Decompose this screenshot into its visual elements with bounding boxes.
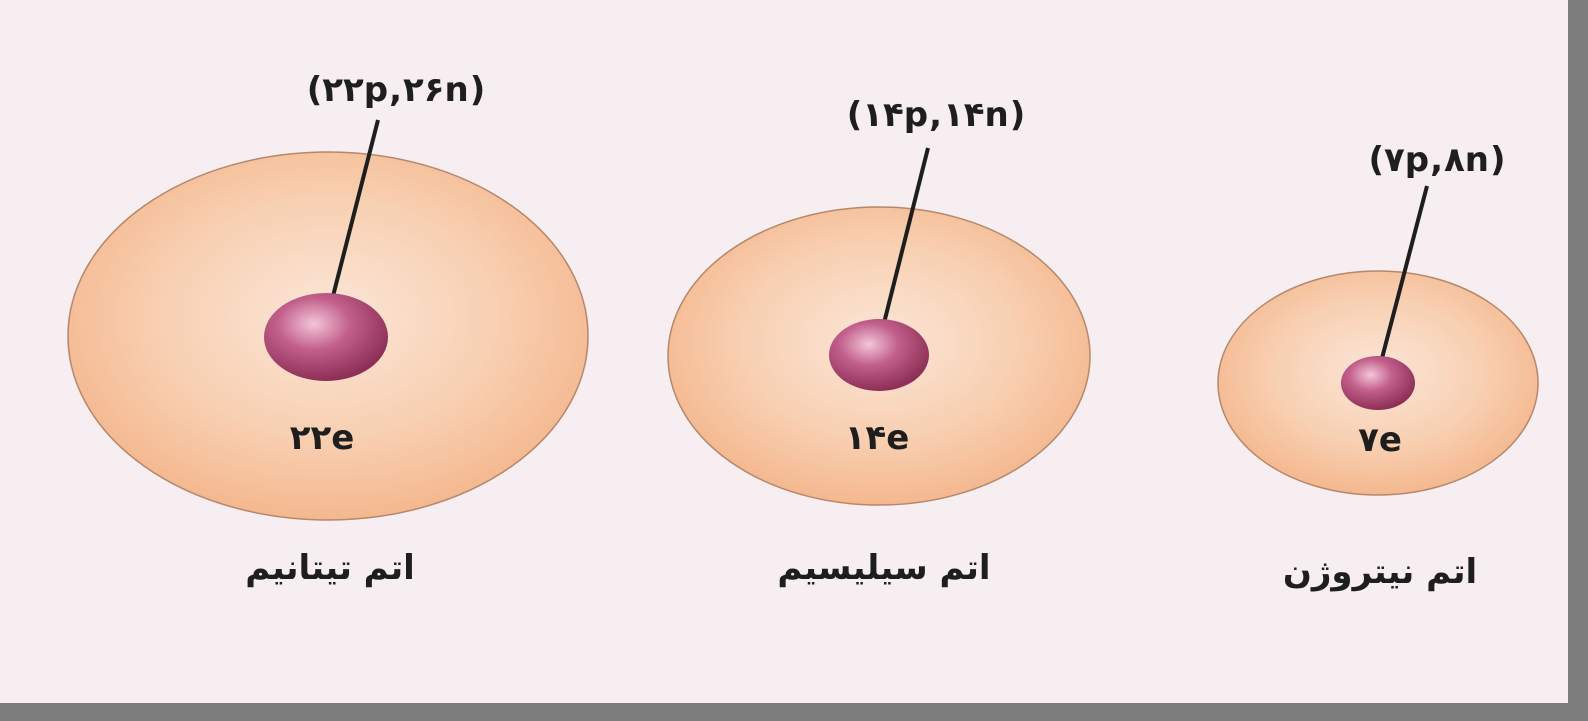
nucleus-titanium <box>264 293 388 381</box>
electron-count-nitrogen: ۷e <box>1358 420 1402 460</box>
electron-count-silicon: ۱۴e <box>845 418 910 458</box>
nucleus-label-titanium: (۲۲p,۲۶n) <box>307 70 486 110</box>
nucleus-label-nitrogen: (۷p,۸n) <box>1368 140 1505 180</box>
electron-count-titanium: ۲۲e <box>290 418 355 458</box>
nucleus-nitrogen <box>1341 356 1415 410</box>
atom-name-nitrogen: اتم نیتروژن <box>1283 552 1477 592</box>
atom-name-titanium: اتم تیتانیم <box>245 548 415 588</box>
atom-titanium <box>68 120 588 520</box>
diagram-canvas: (۲۲p,۲۶n) (۱۴p,۱۴n) (۷p,۸n) ۲۲e ۱۴e ۷e ا… <box>0 0 1568 703</box>
atom-diagram <box>0 0 1568 703</box>
nucleus-label-silicon: (۱۴p,۱۴n) <box>847 95 1026 135</box>
nucleus-silicon <box>829 319 929 391</box>
atom-name-silicon: اتم سیلیسیم <box>777 548 990 588</box>
